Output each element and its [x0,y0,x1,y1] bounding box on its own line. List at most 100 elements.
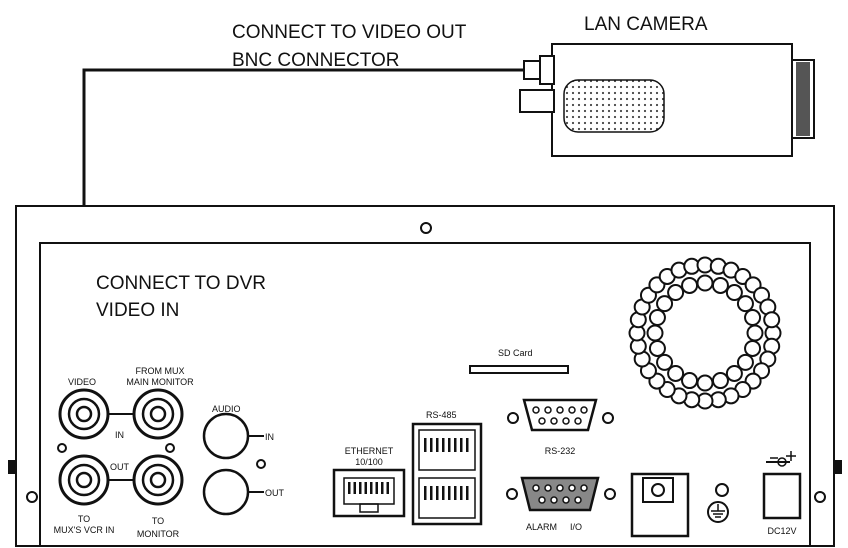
ethernet-pin [386,482,389,494]
alarm-io-port[interactable] [506,476,616,512]
rs485-ports[interactable] [411,422,483,526]
rs485-pin [454,438,457,452]
dvr-in-label-1: CONNECT TO DVR [96,273,266,294]
dvr-in-label-2: VIDEO IN [96,300,179,321]
camera-lens [796,62,810,136]
ethernet-pin [359,482,362,494]
ground-terminal [707,483,729,523]
alarm-pin [568,484,576,492]
rs485-pin [466,438,469,452]
rs232-port[interactable] [507,398,614,432]
fan-hole [681,372,699,390]
rs232-pin [544,406,552,414]
audio-out-label: OUT [265,488,285,498]
rs232-pin [532,406,540,414]
lan-camera-label: LAN CAMERA [584,14,708,35]
dc12v-jack[interactable] [762,472,802,520]
bnc-video-in[interactable] [58,388,110,440]
rs485-pin [448,486,451,500]
to-monitor-label-1: TO [152,516,164,526]
rs232-screw-right [602,412,614,424]
bnc-screw-1 [57,443,67,453]
ethernet-label-2: 10/100 [355,457,383,467]
fan-hole [656,295,674,313]
io-label: I/O [570,522,582,532]
alarm-pin [550,496,558,504]
ethernet-pin [375,482,378,494]
chassis-screw-right [814,491,826,503]
fan-hole [667,284,685,302]
fan-hole [646,324,664,342]
from-mux-label-1: FROM MUX [136,366,185,376]
bnc-in-label: IN [115,430,124,440]
fan-grille [628,256,782,410]
fan-hole [725,364,743,382]
lan-camera [519,43,815,157]
rs232-pin [550,417,558,425]
rs232-label: RS-232 [545,446,576,456]
audio-jacks [202,412,266,516]
to-mux-label-2: MUX'S VCR IN [54,525,115,535]
audio-in-jack[interactable] [202,412,250,460]
ethernet-pin [364,482,367,494]
rs232-pin [538,417,546,425]
rs232-pin [574,417,582,425]
to-mux-label-1: TO [78,514,90,524]
alarm-label: ALARM [526,522,557,532]
audio-out-jack[interactable] [202,468,250,516]
rs232-pin [562,417,570,425]
to-monitor-label-2: MONITOR [137,529,180,539]
rs485-pin [424,486,427,500]
ethernet-label-1: ETHERNET [345,446,394,456]
bnc-to-monitor[interactable] [132,454,184,506]
ethernet-port[interactable] [332,468,406,518]
rs485-pin [466,486,469,500]
fan-hole [681,276,699,294]
chassis-screw-left [26,491,38,503]
rs485-pin [424,438,427,452]
alarm-pin [556,484,564,492]
alarm-pin [532,484,540,492]
bnc-from-mux-main-monitor[interactable] [132,388,184,440]
sd-card-slot[interactable] [469,365,569,374]
rs485-pin [436,438,439,452]
alarm-screw-right [604,488,616,500]
fan-hole [696,374,714,392]
chassis-screw-top [420,222,432,234]
audio-screw [256,459,266,469]
bnc-screw-2 [165,443,175,453]
alarm-screw-left [506,488,518,500]
alarm-pin [574,496,582,504]
dc-polarity-icon [766,451,796,467]
ethernet-pin [381,482,384,494]
fan-hole [736,295,754,313]
fan-hole [711,276,729,294]
rs485-pin [460,438,463,452]
fan-hole [744,309,762,327]
fan-hole [656,353,674,371]
from-mux-label-2: MAIN MONITOR [126,377,194,387]
chassis-tab-left [8,460,16,474]
fan-hole [696,274,714,292]
alarm-pin [538,496,546,504]
rs232-pin [568,406,576,414]
dc12v-label: DC12V [767,526,796,536]
rs232-screw-left [507,412,519,424]
ethernet-pin [348,482,351,494]
audio-in-label: IN [265,432,274,442]
alarm-pin [562,496,570,504]
rs485-pin [436,486,439,500]
alarm-pin [544,484,552,492]
fan-hole [744,339,762,357]
bnc-to-mux-vcr-in[interactable] [58,454,110,506]
rs232-pin [556,406,564,414]
rs485-pin [430,486,433,500]
alarm-pin [580,484,588,492]
power-switch[interactable] [630,472,690,538]
audio-label: AUDIO [212,404,241,414]
fan-hole [648,309,666,327]
camera-bnc-connector [539,55,555,85]
rs485-pin [430,438,433,452]
fan-hole [667,364,685,382]
